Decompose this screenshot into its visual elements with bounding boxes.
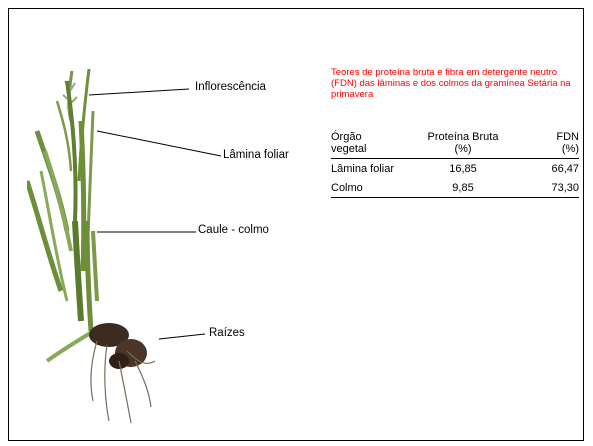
cell-protein: 16,85 — [413, 159, 513, 179]
cell-fdn: 66,47 — [513, 159, 579, 179]
table-caption: Teores de proteína bruta e fibra em dete… — [331, 67, 581, 100]
label-inflorescence: Inflorescência — [195, 81, 266, 93]
header-protein-line2: (%) — [454, 143, 471, 155]
setaria-plant-image — [27, 61, 177, 431]
table-row: Lâmina foliar 16,85 66,47 — [331, 159, 579, 179]
nutrient-table: Órgão vegetal Proteína Bruta (%) FDN (%)… — [331, 131, 579, 198]
label-stem: Caule - colmo — [198, 224, 269, 236]
label-roots: Raízes — [209, 327, 245, 339]
header-organ-line2: vegetal — [331, 143, 366, 155]
label-leaf-blade: Lâmina foliar — [223, 149, 289, 161]
cell-fdn: 73,30 — [513, 178, 579, 198]
slide: Inflorescência Lâmina foliar Caule - col… — [8, 8, 584, 441]
header-fdn: FDN (%) — [513, 131, 579, 159]
header-protein-line1: Proteína Bruta — [428, 131, 499, 143]
table-header-row: Órgão vegetal Proteína Bruta (%) FDN (%) — [331, 131, 579, 159]
header-organ-line1: Órgão — [331, 131, 362, 143]
cell-organ: Colmo — [331, 178, 413, 198]
header-fdn-line2: (%) — [562, 143, 579, 155]
header-organ: Órgão vegetal — [331, 131, 413, 159]
header-fdn-line1: FDN — [556, 131, 579, 143]
table-row: Colmo 9,85 73,30 — [331, 178, 579, 198]
cell-protein: 9,85 — [413, 178, 513, 198]
header-protein: Proteína Bruta (%) — [413, 131, 513, 159]
cell-organ: Lâmina foliar — [331, 159, 413, 179]
